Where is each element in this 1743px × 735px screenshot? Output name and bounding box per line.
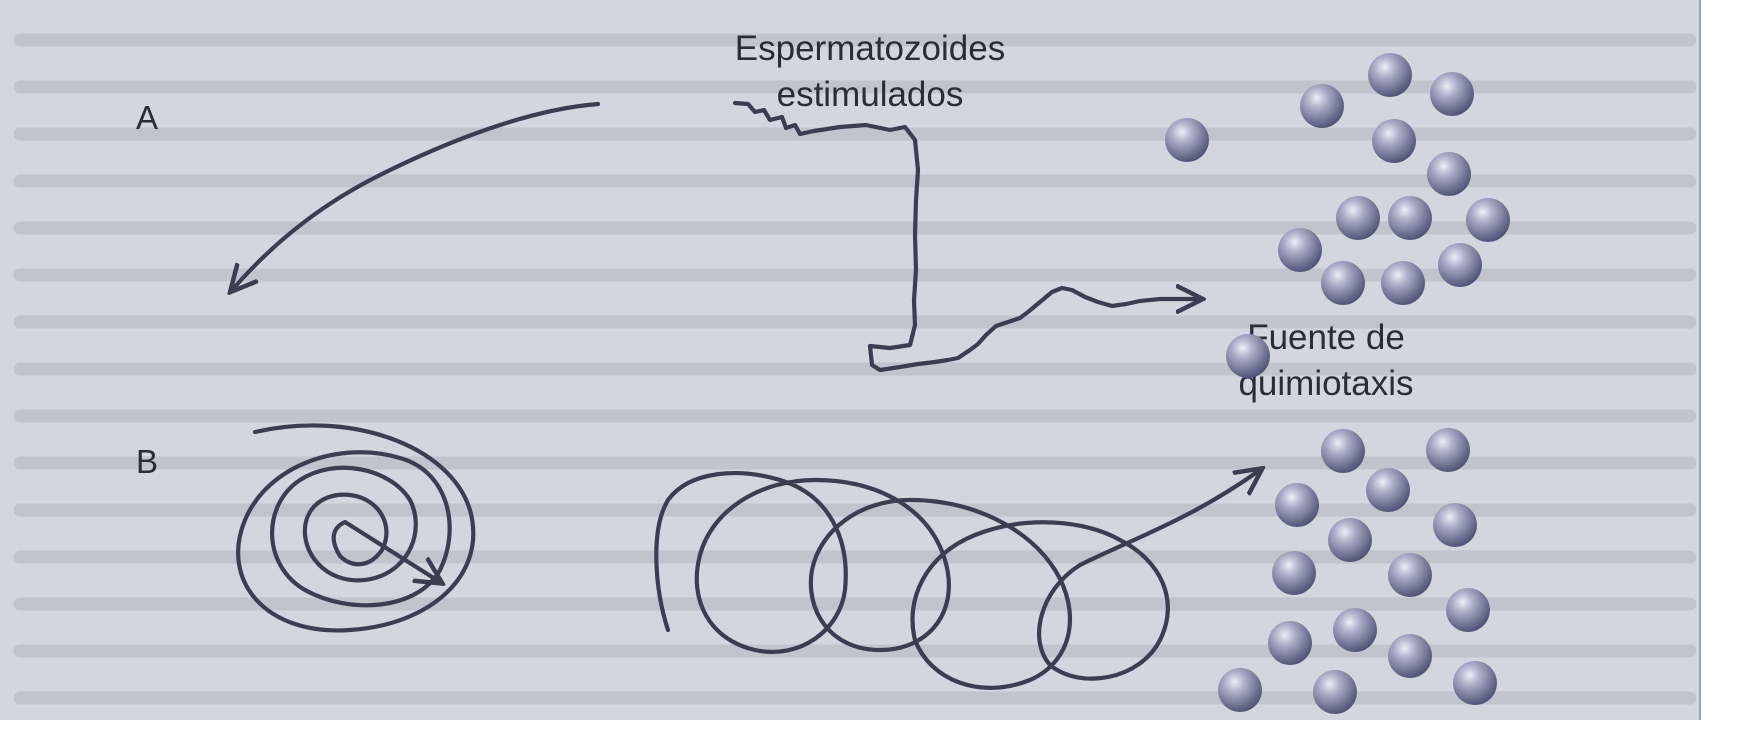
particle xyxy=(1333,608,1377,652)
particle xyxy=(1427,152,1471,196)
particle xyxy=(1388,634,1432,678)
particle xyxy=(1446,588,1490,632)
particle xyxy=(1218,668,1262,712)
particle xyxy=(1366,468,1410,512)
particle xyxy=(1426,428,1470,472)
particle xyxy=(1381,261,1425,305)
particle xyxy=(1278,228,1322,272)
stimulated-sperm-label-line2: estimulados xyxy=(777,75,964,114)
particle xyxy=(1388,196,1432,240)
particle xyxy=(1272,551,1316,595)
particle xyxy=(1313,670,1357,714)
particle xyxy=(1268,621,1312,665)
chemotaxis-source-label-line1: Fuente de xyxy=(1247,318,1405,357)
particle xyxy=(1328,518,1372,562)
particle xyxy=(1321,261,1365,305)
particle xyxy=(1372,119,1416,163)
particle xyxy=(1466,198,1510,242)
particle xyxy=(1300,84,1344,128)
scan-right-border xyxy=(1700,0,1743,735)
particle xyxy=(1275,483,1319,527)
particle xyxy=(1336,196,1380,240)
particle xyxy=(1438,243,1482,287)
particle xyxy=(1388,553,1432,597)
panel-b-label: B xyxy=(136,443,158,480)
scan-bottom-border xyxy=(0,720,1743,735)
panel-a-label: A xyxy=(136,99,158,136)
particle xyxy=(1321,429,1365,473)
particle xyxy=(1226,334,1270,378)
stimulated-sperm-label-line1: Espermatozoides xyxy=(735,29,1005,68)
background-text-lines xyxy=(20,40,1690,698)
particle xyxy=(1430,72,1474,116)
particle xyxy=(1368,53,1412,97)
particle xyxy=(1433,503,1477,547)
particle xyxy=(1165,118,1209,162)
particle xyxy=(1453,661,1497,705)
